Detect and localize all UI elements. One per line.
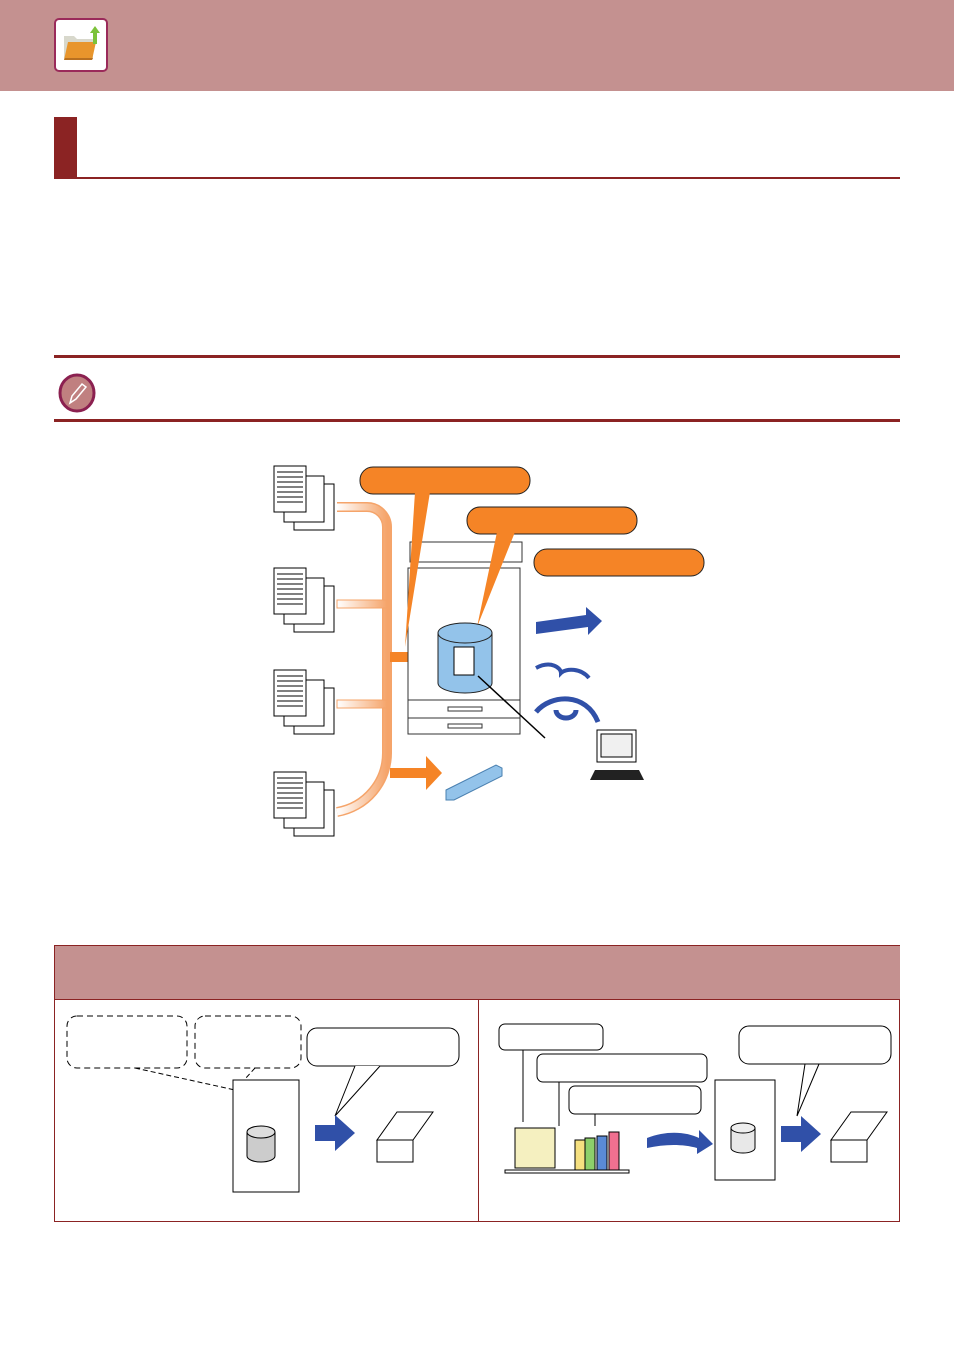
document-stack-icon	[273, 465, 335, 531]
document-stack-icon	[273, 771, 335, 837]
note-bottom-rule	[54, 419, 900, 422]
file-shelf-icon	[504, 1127, 630, 1174]
folder-upload-icon	[54, 18, 108, 72]
send-arrow	[536, 607, 602, 635]
table-cell-left-illustration	[55, 1000, 478, 1221]
output-arrow	[315, 1115, 355, 1151]
storage-diagram	[250, 450, 720, 850]
arrow-to-usb	[390, 756, 442, 790]
output-arrow	[781, 1116, 821, 1152]
printed-pages-icon	[830, 1111, 888, 1163]
pencil-icon	[58, 373, 96, 413]
section-heading-rule	[54, 177, 900, 179]
column-divider	[478, 999, 479, 1221]
header-banner	[0, 0, 954, 91]
printer-icon	[714, 1079, 776, 1181]
usb-drive-icon	[445, 764, 503, 801]
send-arrow	[534, 696, 601, 724]
document-stack-icon	[273, 567, 335, 633]
output-arrow	[647, 1130, 713, 1154]
storage-drive-icon	[437, 622, 493, 694]
printer-icon	[232, 1079, 300, 1193]
table-header-left	[55, 946, 479, 1000]
comparison-table	[54, 945, 900, 1222]
send-arrow	[535, 662, 591, 680]
printed-pages-icon	[376, 1111, 434, 1163]
computer-icon	[590, 729, 644, 780]
section-heading-marker	[54, 117, 77, 179]
note-top-rule	[54, 355, 900, 358]
table-header-right	[478, 946, 900, 1000]
document-stack-icon	[273, 669, 335, 735]
table-cell-right-illustration	[479, 1000, 900, 1221]
